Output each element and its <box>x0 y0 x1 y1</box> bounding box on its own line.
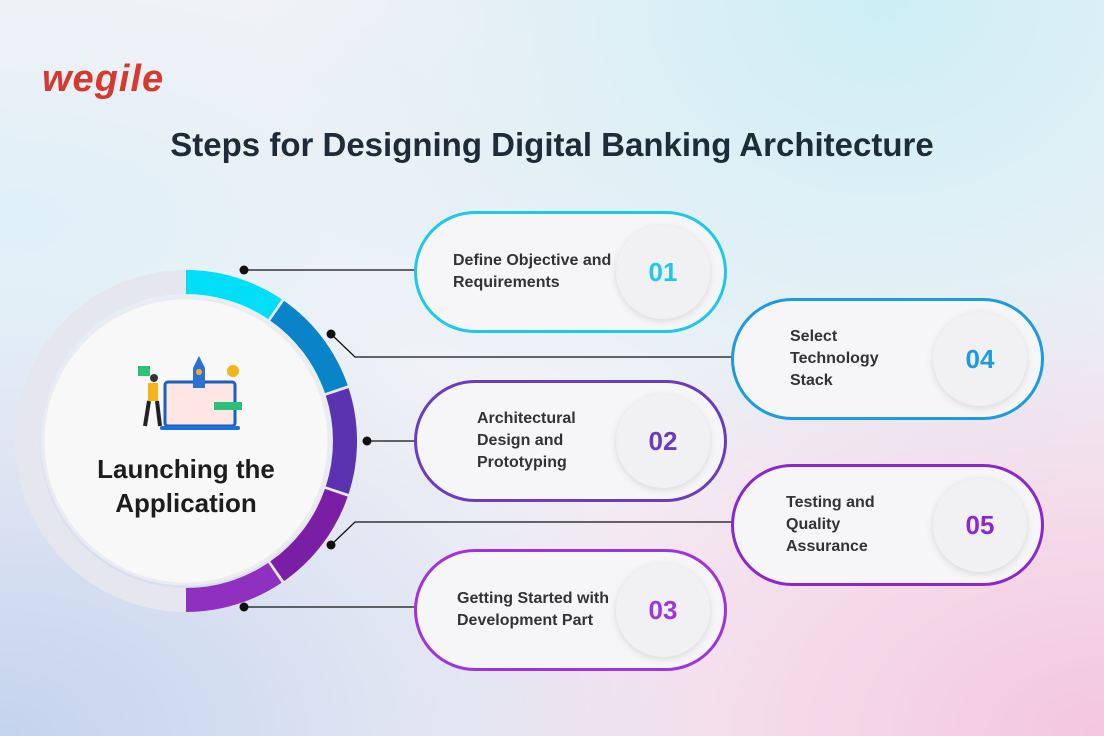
ring-segment <box>185 562 282 612</box>
ring-segment <box>270 488 348 582</box>
page-title: Steps for Designing Digital Banking Arch… <box>170 126 934 163</box>
step-card-02: Architectural Design and Prototyping 02 <box>414 380 727 502</box>
connector-dot <box>239 602 249 612</box>
center-disc <box>41 296 331 586</box>
step-label: Getting Started with Development Part <box>457 590 609 629</box>
step-number: 05 <box>933 478 1027 572</box>
step-number: 04 <box>933 312 1027 406</box>
connector-dot <box>326 329 336 339</box>
ring-segment <box>270 300 348 394</box>
ring-segment <box>325 388 357 494</box>
connector-dot <box>326 540 336 550</box>
ring-segment <box>185 270 282 320</box>
connector-dot <box>362 436 372 446</box>
step-number: 02 <box>616 394 710 488</box>
step-label: Architectural Design and Prototyping <box>477 410 576 471</box>
step-card-04: Select Technology Stack 04 <box>731 298 1044 420</box>
step-card-03: Getting Started with Development Part 03 <box>414 549 727 671</box>
connector-04 <box>330 333 750 358</box>
step-number: 03 <box>616 563 710 657</box>
center-label: Launching the Application <box>97 454 275 518</box>
connector-05 <box>330 521 750 546</box>
launch-illustration-icon <box>138 356 242 430</box>
connector-dot <box>239 265 249 275</box>
step-number: 01 <box>616 225 710 319</box>
step-card-05: Testing and Quality Assurance 05 <box>731 464 1044 586</box>
step-label: Define Objective and Requirements <box>453 252 612 291</box>
step-label: Testing and Quality Assurance <box>786 494 875 555</box>
wegile-logo: wegile <box>42 58 165 100</box>
step-label: Select Technology Stack <box>790 328 879 389</box>
step-card-01: Define Objective and Requirements 01 <box>414 211 727 333</box>
